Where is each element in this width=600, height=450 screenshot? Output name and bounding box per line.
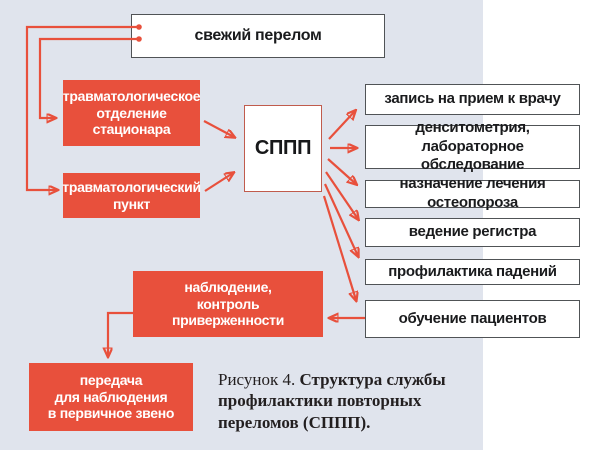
arrow-observation-to-transfer xyxy=(108,311,133,356)
service-box-densitometry: денситометрия, лабораторное обследование xyxy=(365,119,580,173)
node-sppp: СППП xyxy=(244,105,322,192)
arrow-sppp-to-treatment xyxy=(327,158,356,184)
caption-prefix: Рисунок 4. xyxy=(218,370,300,389)
arrow-sppp-to-registry xyxy=(325,171,358,219)
arrow-sppp-to-education xyxy=(322,195,356,300)
node-transfer-primary-care: передача для наблюдения в первичное звен… xyxy=(29,363,193,431)
node-fresh-fracture: свежий перелом xyxy=(131,14,385,58)
node-observation-adherence: наблюдение, контроль приверженности xyxy=(133,271,323,337)
arrow-department-to-sppp xyxy=(203,120,234,137)
arrow-point-to-sppp xyxy=(204,173,233,192)
service-box-fall-prevention: профилактика падений xyxy=(365,259,580,285)
node-trauma-department: травматологическое отделение стационара xyxy=(63,80,201,146)
arrow-sppp-to-fall-prevention xyxy=(324,183,358,256)
arrow-sppp-to-appointment xyxy=(328,111,355,140)
node-trauma-point: травматологический пункт xyxy=(62,173,201,218)
service-box-patient-education: обучение пациентов xyxy=(365,300,580,338)
caption-title: Структура службы профилактики повторных … xyxy=(218,370,446,432)
service-box-appointment: запись на прием к врачу xyxy=(365,84,580,115)
figure-caption: Рисунок 4. Структура службы профилактики… xyxy=(218,369,484,433)
service-box-treatment: назначение лечения остеопороза xyxy=(365,175,580,211)
service-box-registry: ведение регистра xyxy=(365,218,580,247)
